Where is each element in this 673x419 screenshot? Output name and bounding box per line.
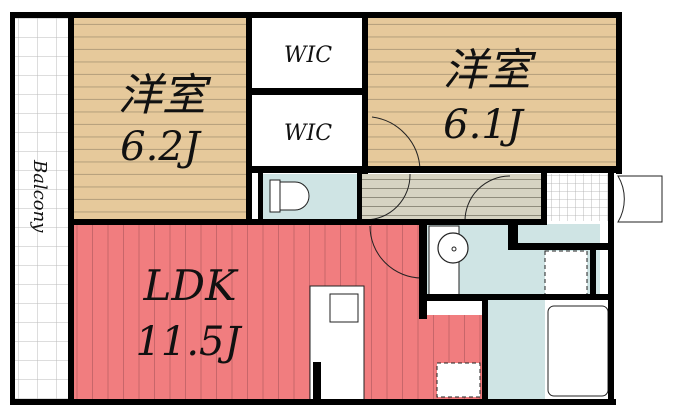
hallway-floor xyxy=(362,174,545,221)
washer-space xyxy=(544,250,588,296)
wic-lower-floor xyxy=(252,96,364,168)
wic-upper-floor xyxy=(252,18,364,90)
bedroom-west-size: 6.2J xyxy=(120,124,202,170)
ldk-name: LDK xyxy=(143,261,240,310)
walls xyxy=(10,12,622,405)
entrance-floor xyxy=(546,174,610,221)
fridge-space xyxy=(436,362,481,398)
bedroom-east-name: 洋室 xyxy=(443,45,537,96)
toilet-tank xyxy=(269,179,281,213)
door-swing-ldk xyxy=(369,225,423,279)
door-swing-east-bedroom xyxy=(371,116,421,171)
bathroom-entry-floor xyxy=(487,300,545,400)
bedroom-west-floor xyxy=(74,16,250,222)
balcony-floor xyxy=(14,16,72,400)
wic-upper-label: WIC xyxy=(284,43,332,68)
drain xyxy=(451,246,457,252)
bedroom-east-size: 6.1J xyxy=(443,102,525,148)
kitchen-stove-wall xyxy=(313,362,321,400)
wic-lower-label: WIC xyxy=(284,121,332,146)
balcony-label: Balcony xyxy=(29,159,50,233)
bedroom-west-name: 洋室 xyxy=(118,70,212,121)
door-swing-washroom xyxy=(464,175,511,223)
ldk-floor xyxy=(74,224,484,400)
door-swing-entrance xyxy=(617,175,663,223)
bathtub xyxy=(547,305,609,397)
toilet-bowl xyxy=(279,181,310,211)
kitchen-sink xyxy=(329,293,359,323)
washbasin xyxy=(437,232,469,264)
ldk-size: 11.5J xyxy=(135,319,242,365)
bedroom-east-floor xyxy=(366,16,620,170)
